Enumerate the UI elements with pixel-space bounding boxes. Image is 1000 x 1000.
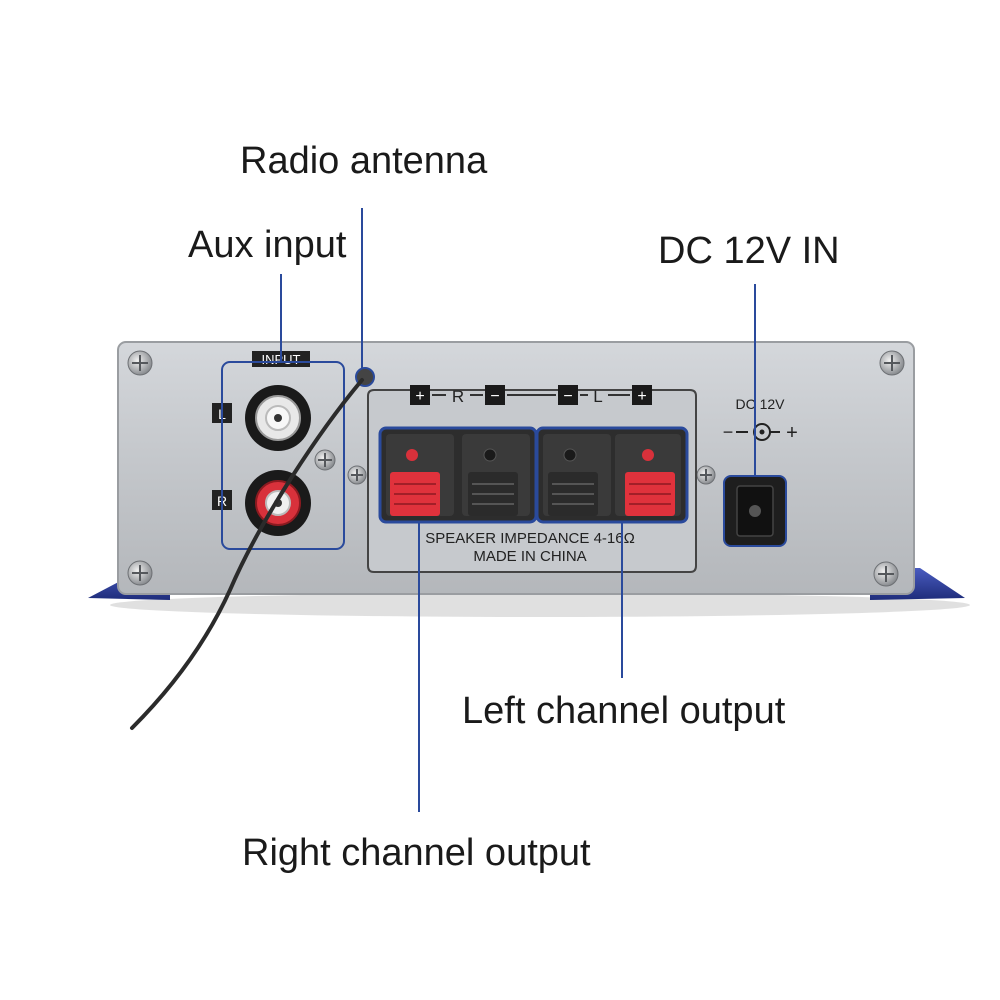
antenna-wire [130,378,364,730]
minus-box [558,385,578,405]
minus-marker: − [490,388,499,405]
aux-input-highlight [221,361,345,550]
screw-icon [347,465,367,485]
plus-box [410,385,430,405]
aux-input-label: Aux input [188,224,347,266]
made-in-text: MADE IN CHINA [473,548,586,565]
screw-icon [127,560,153,586]
screw-icon [314,449,336,471]
speaker-r-label: R [452,387,464,406]
screw-icon [879,350,905,376]
dc-in-label: DC 12V IN [658,230,840,272]
radio-antenna-label: Radio antenna [240,140,488,182]
plus-marker: + [637,388,646,405]
plus-box [632,385,652,405]
plus-marker: + [415,388,424,405]
right-channel-output-label: Right channel output [242,832,591,874]
screw-icon [696,465,716,485]
speaker-l-label: L [593,387,602,406]
rca-jack-left [245,385,311,451]
screw-icon [873,561,899,587]
left-channel-output-label: Left channel output [462,690,786,732]
panel-shadow [110,593,970,617]
dc-polarity-minus: − [723,422,734,442]
rca-jack-right [245,470,311,536]
minus-marker: − [563,388,572,405]
dc-label: DC 12V [735,396,785,412]
dc-polarity-plus: + [786,422,798,444]
minus-box [485,385,505,405]
screw-icon [127,350,153,376]
impedance-text: SPEAKER IMPEDANCE 4-16Ω [425,530,635,547]
